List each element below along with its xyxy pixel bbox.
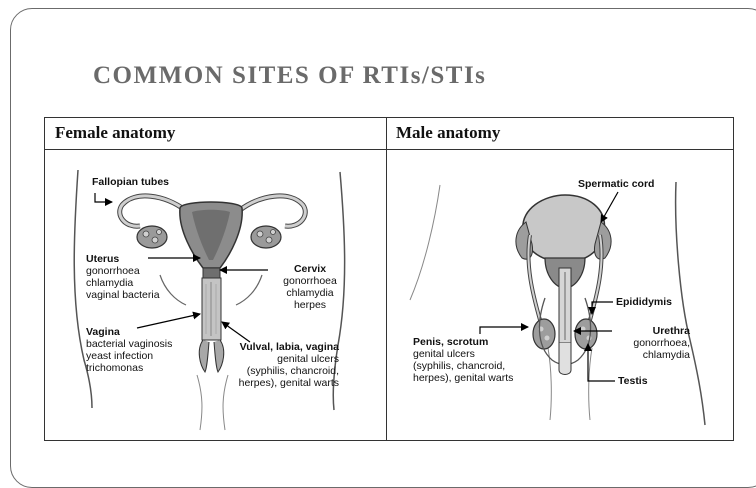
label-epididymis: Epididymis [616, 296, 672, 308]
label-urethra-line: gonorrhoea, [612, 337, 690, 349]
label-spermatic-cord: Spermatic cord [578, 178, 654, 190]
label-penis-scrotum: Penis, scrotum genital ulcers (syphilis,… [413, 336, 513, 384]
label-uterus-line: vaginal bacteria [86, 289, 160, 301]
label-vagina: Vagina bacterial vaginosis yeast infecti… [86, 326, 172, 374]
label-uterus-line: gonorrhoea [86, 265, 160, 277]
label-spermatic-cord-heading: Spermatic cord [578, 178, 654, 190]
label-vulval-line: herpes), genital warts [212, 377, 339, 389]
label-penis-line: (syphilis, chancroid, [413, 360, 513, 372]
label-vulval-heading: Vulval, labia, vagina [212, 341, 339, 353]
label-vulval-line: (syphilis, chancroid, [212, 365, 339, 377]
label-cervix: Cervix gonorrhoea chlamydia herpes [260, 263, 360, 311]
label-urethra-heading: Urethra [612, 325, 690, 337]
label-vagina-heading: Vagina [86, 326, 172, 338]
label-vagina-line: yeast infection [86, 350, 172, 362]
label-vagina-line: trichomonas [86, 362, 172, 374]
label-fallopian-tubes: Fallopian tubes [92, 176, 169, 188]
label-uterus-line: chlamydia [86, 277, 160, 289]
label-fallopian-tubes-heading: Fallopian tubes [92, 176, 169, 188]
label-cervix-line: chlamydia [260, 287, 360, 299]
label-cervix-line: herpes [260, 299, 360, 311]
label-cervix-heading: Cervix [260, 263, 360, 275]
label-testis-heading: Testis [618, 375, 648, 387]
label-urethra-line: chlamydia [612, 349, 690, 361]
label-penis-scrotum-heading: Penis, scrotum [413, 336, 513, 348]
label-vulval-labia-vagina: Vulval, labia, vagina genital ulcers (sy… [212, 341, 339, 389]
label-cervix-line: gonorrhoea [260, 275, 360, 287]
label-epididymis-heading: Epididymis [616, 296, 672, 308]
label-penis-line: genital ulcers [413, 348, 513, 360]
label-vulval-line: genital ulcers [212, 353, 339, 365]
label-urethra: Urethra gonorrhoea, chlamydia [612, 325, 690, 361]
label-uterus: Uterus gonorrhoea chlamydia vaginal bact… [86, 253, 160, 301]
label-penis-line: herpes), genital warts [413, 372, 513, 384]
label-testis: Testis [618, 375, 648, 387]
label-vagina-line: bacterial vaginosis [86, 338, 172, 350]
label-uterus-heading: Uterus [86, 253, 160, 265]
